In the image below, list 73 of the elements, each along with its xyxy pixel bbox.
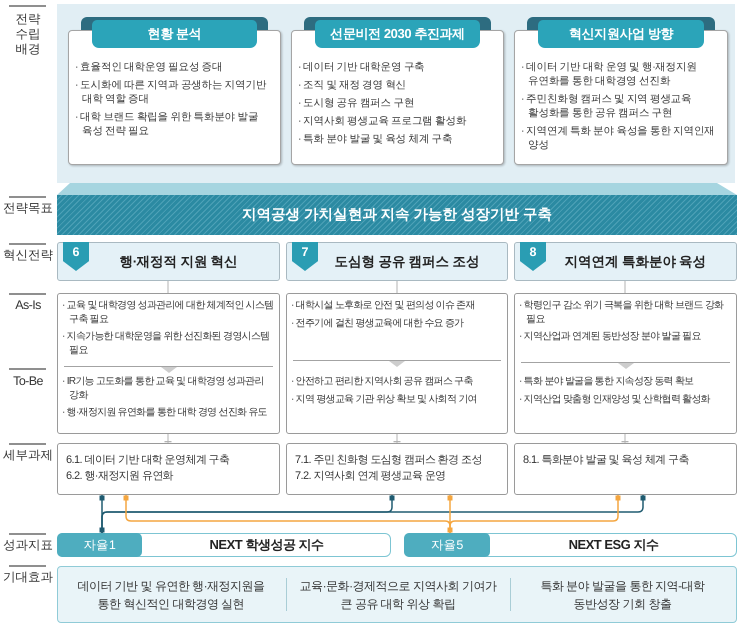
number-badge: 7 [292, 242, 318, 271]
bullet-text: · 데이터 기반 대학운영 구축 [298, 60, 426, 74]
bullet-text: · 학령인구 감소 위기 극복을 위한 대학 브랜드 강화 필요 [519, 299, 725, 326]
background-panel [57, 4, 735, 183]
bullet-text: · 특화 분야 발굴을 통한 지속성장 동력 확보 [519, 375, 694, 388]
connector [622, 434, 628, 444]
indicator-tab: 자율1 [57, 533, 142, 557]
task-text: 8.1. 특화분야 발굴 및 육성 체계 구축 [523, 453, 690, 468]
row-label: 세부과제 [3, 447, 53, 464]
bullet-text: · 안전하고 편리한 지역사회 공유 캠퍼스 구축 [291, 375, 474, 388]
bullet-text: · 대학 브랜드 확립을 위한 특화분야 발굴 육성 전략 필요 [75, 110, 260, 138]
strategy-header [57, 242, 280, 281]
bullet-text: · 대학시설 노후화로 안전 및 편의성 이슈 존재 [291, 299, 476, 312]
goal-banner: 지역공생 가치실현과 지속 가능한 성장기반 구축 [57, 195, 737, 235]
effect-text: 데이터 기반 및 유연한 행·재정지원을 통한 혁신적인 대학경영 실현 [76, 578, 266, 612]
connector [164, 434, 172, 444]
bullet-text: · 도시형 공유 캠퍼스 구현 [298, 96, 416, 110]
as-is-to-be-box [514, 293, 737, 434]
indicator-bar [57, 533, 391, 557]
task-text: 7.1. 주민 친화형 도심형 캠퍼스 환경 조성 [295, 453, 483, 468]
connector [100, 495, 646, 533]
number-badge: 8 [520, 242, 546, 271]
row-label: 전략 수립 배경 [14, 12, 42, 57]
bullet-text: · IR기능 고도화를 통한 교육 및 대학경영 성과관리 강화 [62, 375, 265, 402]
effect-text: 특화 분야 발굴을 통한 지역-대학 동반성장 기회 창출 [539, 578, 706, 612]
bullet-text: · 주민친화형 캠퍼스 및 지역 평생교육 활성화를 통한 공유 캠퍼스 구현 [521, 92, 692, 120]
bullet-text: · 특화 분야 발굴 및 육성 체계 구축 [298, 132, 454, 146]
connector [396, 280, 398, 294]
strategy-title: 지역연계 특화분야 육성 [564, 253, 708, 271]
bullet-text: · 효율적인 대학운영 필요성 증대 [75, 60, 224, 74]
number-badge: 6 [63, 242, 89, 271]
bullet-text: · 지역산업 맞춤형 인재양성 및 산학협력 활성화 [519, 392, 712, 406]
bullet-text: · 지역사회 평생교육 프로그램 활성화 [298, 114, 468, 128]
as-is-to-be-box [57, 293, 280, 434]
bullet-text: · 도시화에 따른 지역과 공생하는 지역기반 대학 역할 증대 [75, 78, 268, 106]
row-label: As-Is [14, 297, 42, 314]
bullet-text: · 지속가능한 대학운영을 위한 선진화된 경영시스템 필요 [62, 330, 270, 357]
row-label: 기대효과 [3, 569, 53, 586]
strategy-title: 행·재정적 지원 혁신 [118, 253, 239, 271]
row-label: 혁신전략 [3, 247, 53, 264]
task-box [514, 443, 737, 495]
bullet-text: · 조직 및 재정 경영 혁신 [298, 78, 408, 92]
bullet-text: · 지역 평생교육 기관 위상 확보 및 사회적 기여 [291, 392, 478, 406]
connector [448, 495, 620, 533]
indicator-tab: 자율5 [404, 533, 490, 557]
connector [394, 434, 400, 444]
card-heading: 혁신지원사업 방향 [538, 20, 704, 48]
row-label: To-Be [12, 373, 44, 390]
row-label: 성과지표 [3, 537, 53, 554]
task-text: 6.2. 행·재정지원 유연화 [66, 469, 174, 484]
bullet-text: · 교육 및 대학경영 성과관리에 대한 체계적인 시스템 구축 필요 [62, 299, 274, 326]
bullet-text: · 행·재정지원 유연화를 통한 대학 경영 선진화 유도 [62, 406, 268, 420]
bullet-text: · 전주기에 걸친 평생교육에 대한 수요 증가 [291, 316, 465, 330]
task-text: 6.1. 데이터 기반 대학 운영체계 구축 [66, 453, 230, 468]
row-label: 전략목표 [3, 200, 53, 217]
indicator-text: NEXT ESG 지수 [568, 536, 660, 554]
effect-text: 교육·문화·경제적으로 지역사회 기여가 큰 공유 대학 위상 확립 [298, 578, 498, 612]
as-is-to-be-box [286, 293, 508, 434]
connector [624, 280, 626, 294]
bullet-text: · 지역산업과 연계된 동반성장 분야 발굴 필요 [519, 330, 702, 344]
task-box [57, 443, 280, 495]
indicator-bar [404, 533, 737, 557]
card-heading: 현황 분석 [92, 20, 257, 48]
indicator-text: NEXT 학생성공 지수 [208, 536, 324, 554]
bullet-text: · 지역연계 특화 분야 육성을 통한 지역인재 양성 [521, 124, 716, 152]
task-text: 7.2. 지역사회 연계 평생교육 운영 [295, 469, 447, 484]
strategy-header [286, 242, 508, 281]
effects-box [57, 566, 737, 623]
strategy-title: 도심형 공유 캠퍼스 조성 [334, 253, 480, 271]
bullet-text: · 데이터 기반 대학 운영 및 행·재정지원 유연화를 통한 대학경영 선진화 [521, 60, 698, 88]
strategy-header [514, 242, 737, 281]
card-heading: 선문비전 2030 추진과제 [315, 20, 480, 48]
task-box [286, 443, 508, 495]
